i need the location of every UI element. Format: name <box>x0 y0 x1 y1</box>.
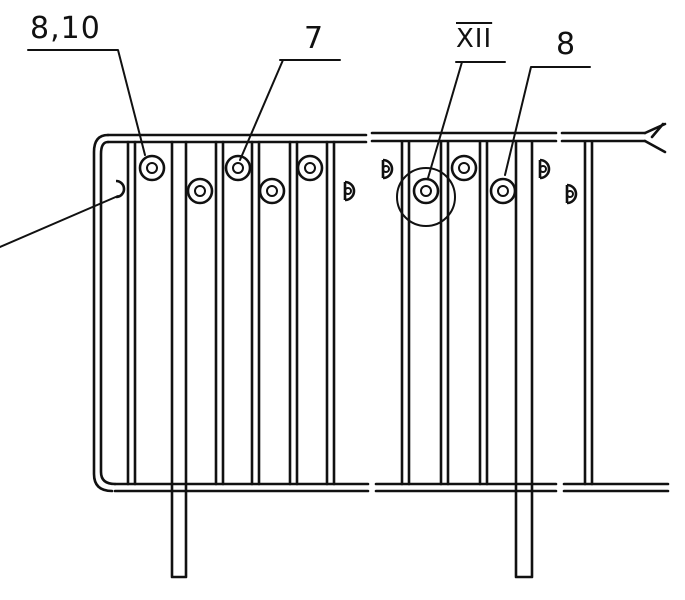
callout-label-7: 7 <box>304 21 325 56</box>
detail-xii-circle <box>396 167 456 227</box>
callout-label-xii: XII <box>456 24 493 54</box>
rail-end-cut <box>643 122 667 154</box>
washers <box>138 154 517 205</box>
support-posts <box>170 140 534 579</box>
balusters <box>126 140 594 486</box>
top-rail <box>106 122 667 154</box>
callout-label-8: 8 <box>556 27 577 62</box>
leader-lines <box>0 49 591 248</box>
callout-label-8-10: 8,10 <box>30 11 101 46</box>
left-frame <box>92 133 117 493</box>
half-washers <box>115 158 578 205</box>
